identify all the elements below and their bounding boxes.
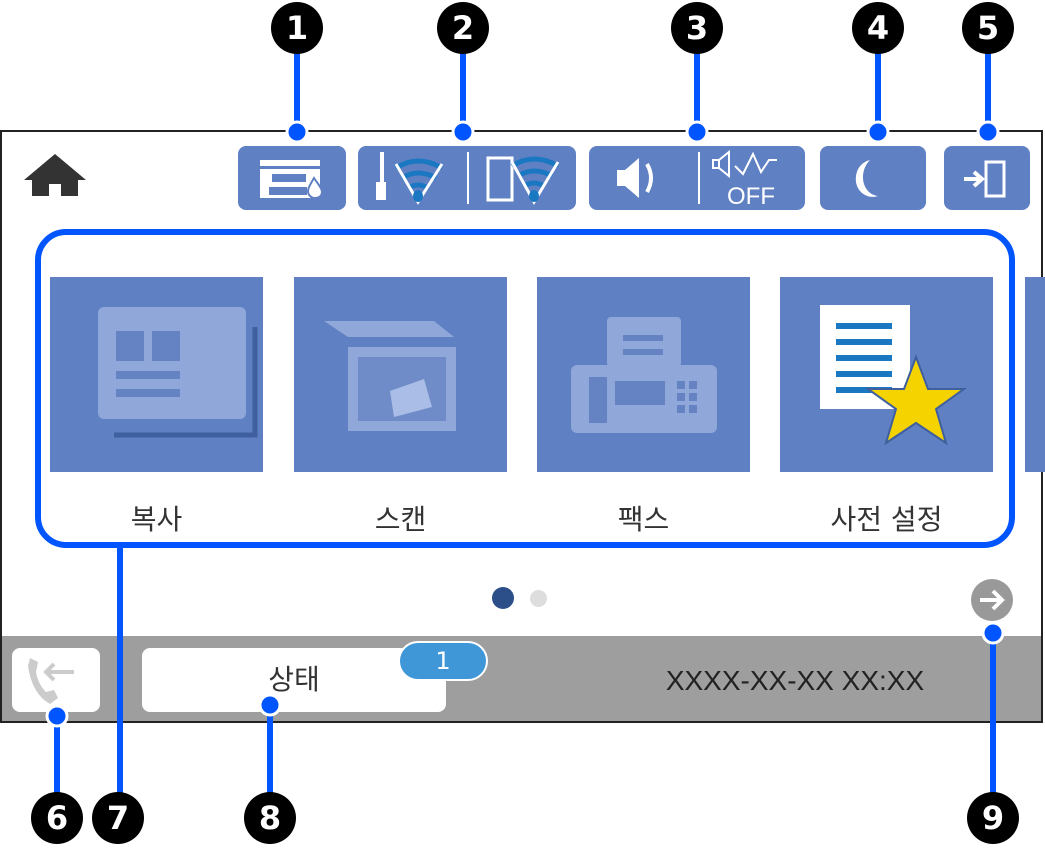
- sound-button[interactable]: OFF: [589, 146, 805, 210]
- callout-4: 4: [852, 2, 904, 54]
- fax-tile[interactable]: [537, 277, 750, 472]
- wifi-direct-icon: [486, 156, 560, 206]
- ink-supply-icon: [260, 160, 324, 200]
- tile-label: 복사: [130, 503, 183, 536]
- presets-star-icon: [820, 305, 968, 446]
- home-icon[interactable]: [22, 150, 88, 198]
- fax-data-button[interactable]: [12, 648, 100, 712]
- presets-tile[interactable]: [780, 277, 993, 472]
- scan-icon: [324, 321, 456, 431]
- login-button[interactable]: [944, 146, 1030, 210]
- callout-8: 8: [244, 792, 296, 844]
- page-dot-active[interactable]: [492, 587, 514, 609]
- datetime: XXXX-XX-XX XX:XX: [665, 665, 925, 696]
- callout-3: 3: [671, 2, 723, 54]
- callout-9: 9: [967, 792, 1019, 844]
- fax-incoming-icon: [28, 658, 74, 704]
- page-dot[interactable]: [530, 590, 547, 607]
- divider: [467, 152, 469, 204]
- fax-icon: [571, 317, 717, 433]
- callout-6: 6: [31, 792, 83, 844]
- status-button[interactable]: 상태: [142, 648, 446, 712]
- svg-text:OFF: OFF: [727, 183, 775, 210]
- wifi-router-icon: [376, 152, 444, 205]
- home-tiles-highlight: [35, 229, 1015, 548]
- ink-supply-button[interactable]: [238, 146, 346, 210]
- status-badge: 1: [398, 641, 488, 681]
- callout-1: 1: [271, 2, 323, 54]
- next-page-arrow-icon[interactable]: [970, 578, 1014, 622]
- callout-7: 7: [92, 792, 144, 844]
- tile-label: 팩스: [617, 503, 670, 536]
- next-tile-partial[interactable]: [1025, 277, 1045, 472]
- callout-5: 5: [962, 2, 1014, 54]
- quiet-mode-button[interactable]: [820, 146, 926, 210]
- quiet-mode-moon-icon: [855, 160, 878, 197]
- callout-2: 2: [437, 2, 489, 54]
- login-icon: [964, 160, 1006, 198]
- divider: [698, 152, 700, 204]
- tile-label: 사전 설정: [830, 503, 943, 536]
- copy-tile[interactable]: [50, 277, 263, 472]
- copy-icon: [98, 307, 258, 438]
- speaker-volume-icon: [617, 158, 653, 198]
- scan-tile[interactable]: [294, 277, 507, 472]
- fax-sound-off-icon: OFF: [712, 149, 777, 210]
- tile-label: 스캔: [374, 503, 427, 536]
